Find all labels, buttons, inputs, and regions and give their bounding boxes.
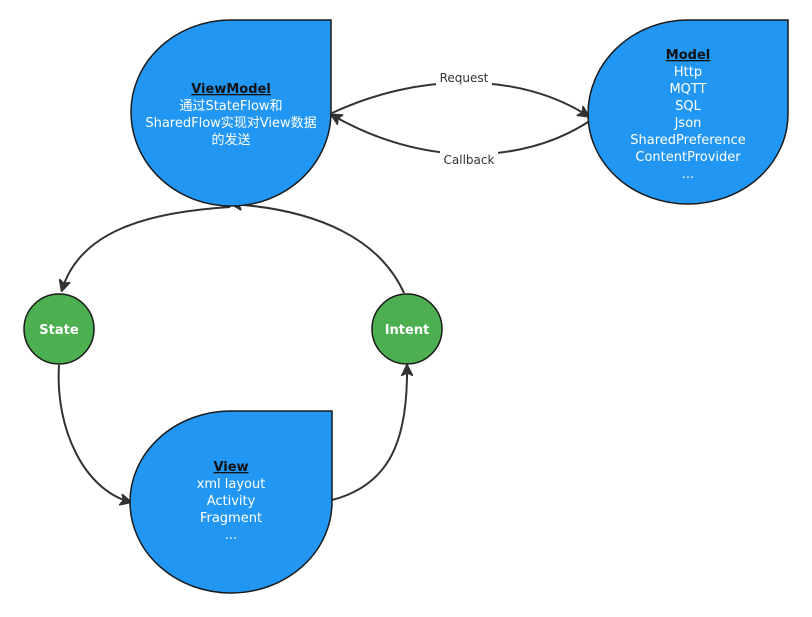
viewmodel-line-3: 的发送 bbox=[211, 132, 250, 148]
model-line-4: Json bbox=[674, 116, 702, 131]
edge-state-to-view bbox=[57, 364, 130, 502]
model-shape bbox=[587, 19, 789, 205]
model-line-7: ... bbox=[682, 167, 694, 182]
viewmodel-title: ViewModel bbox=[191, 82, 271, 97]
model-node: Model Http MQTT SQL Json SharedPreferenc… bbox=[587, 19, 789, 205]
edge-viewmodel-to-state bbox=[62, 206, 231, 290]
view-line-2: Activity bbox=[207, 494, 256, 509]
view-node: View xml layout Activity Fragment ... bbox=[129, 410, 333, 594]
model-line-2: MQTT bbox=[669, 82, 706, 97]
request-label-bg bbox=[436, 69, 492, 85]
intent-circle bbox=[371, 293, 443, 365]
viewmodel-node: ViewModel 通过StateFlow和 SharedFlow实现对View… bbox=[130, 19, 332, 207]
model-line-6: ContentProvider bbox=[635, 150, 741, 165]
viewmodel-line-1: 通过StateFlow和 bbox=[179, 99, 282, 114]
view-shape bbox=[129, 410, 333, 594]
intent-node: Intent bbox=[371, 293, 443, 365]
view-line-4: ... bbox=[225, 528, 237, 543]
callback-label: Callback bbox=[444, 153, 495, 167]
view-line-3: Fragment bbox=[200, 511, 262, 526]
state-node: State bbox=[23, 293, 95, 365]
state-circle bbox=[23, 293, 95, 365]
model-line-5: SharedPreference bbox=[630, 133, 745, 148]
state-label: State bbox=[39, 323, 79, 338]
edge-intent-to-viewmodel bbox=[232, 204, 405, 294]
model-line-3: SQL bbox=[675, 99, 701, 114]
view-line-1: xml layout bbox=[197, 477, 266, 492]
viewmodel-shape bbox=[130, 19, 332, 207]
view-title: View bbox=[213, 460, 248, 475]
viewmodel-line-2: SharedFlow实现对View数据 bbox=[145, 116, 316, 131]
edge-request bbox=[331, 81, 588, 116]
model-line-1: Http bbox=[674, 65, 702, 80]
model-title: Model bbox=[666, 48, 710, 63]
intent-label: Intent bbox=[385, 323, 430, 338]
edge-view-to-intent bbox=[331, 366, 407, 501]
callback-label-bg bbox=[440, 151, 498, 167]
request-label: Request bbox=[440, 71, 489, 85]
edge-callback bbox=[332, 115, 589, 156]
